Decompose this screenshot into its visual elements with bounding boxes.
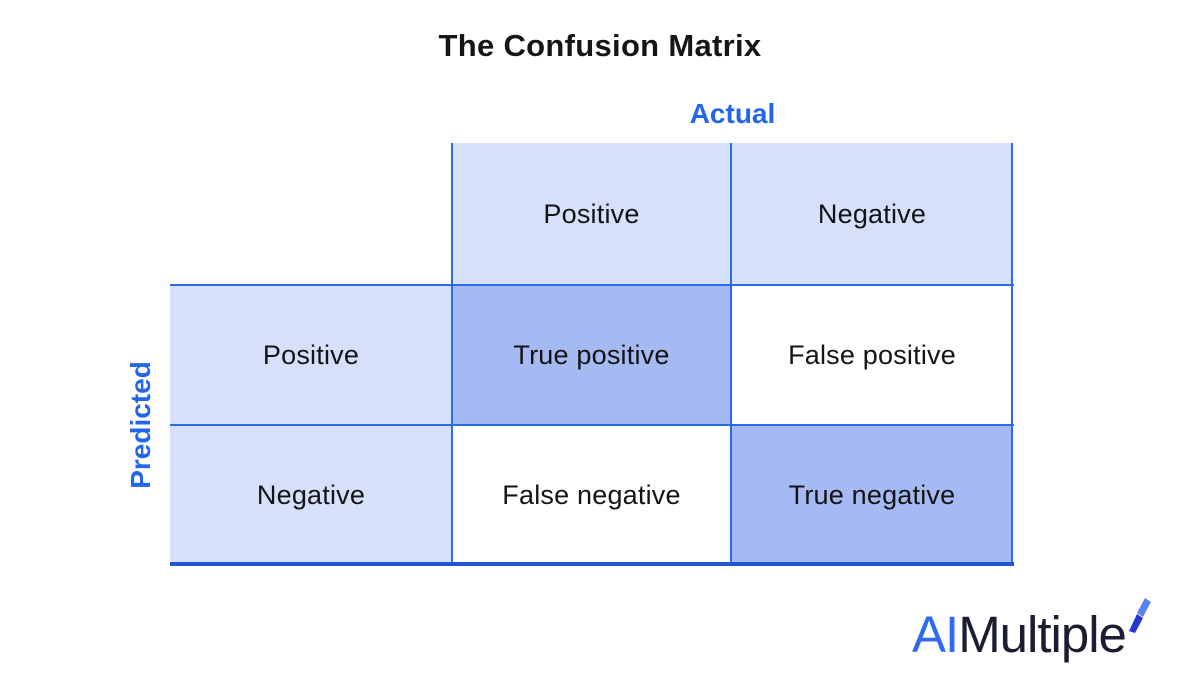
cell-false-positive: False positive — [731, 285, 1013, 425]
predicted-axis-label: Predicted — [112, 285, 170, 565]
grid-line-bottom-edge — [170, 562, 1014, 566]
grid-line-vertical-2 — [730, 143, 732, 565]
logo-bolt-icon — [1128, 598, 1151, 633]
row-header-positive: Positive — [170, 285, 452, 425]
row-header-negative: Negative — [170, 425, 452, 565]
logo-text-ai: AI — [912, 606, 959, 663]
grid-line-vertical-1 — [451, 143, 453, 565]
grid-line-horizontal-2 — [170, 424, 1014, 426]
col-header-negative: Negative — [731, 143, 1013, 285]
actual-axis-label: Actual — [689, 98, 776, 129]
confusion-matrix-table: Positive Negative Positive True positive… — [170, 143, 1013, 565]
grid-line-vertical-right — [1011, 143, 1013, 565]
page-title: The Confusion Matrix — [438, 28, 762, 63]
cell-true-negative: True negative — [731, 425, 1013, 565]
logo-text-rest: Multiple — [958, 606, 1127, 663]
col-header-positive: Positive — [452, 143, 731, 285]
cell-true-positive: True positive — [452, 285, 731, 425]
corner-cell — [170, 143, 452, 285]
grid-line-horizontal-1 — [170, 284, 1014, 286]
predicted-axis-label-text: Predicted — [125, 361, 157, 489]
cell-false-negative: False negative — [452, 425, 731, 565]
